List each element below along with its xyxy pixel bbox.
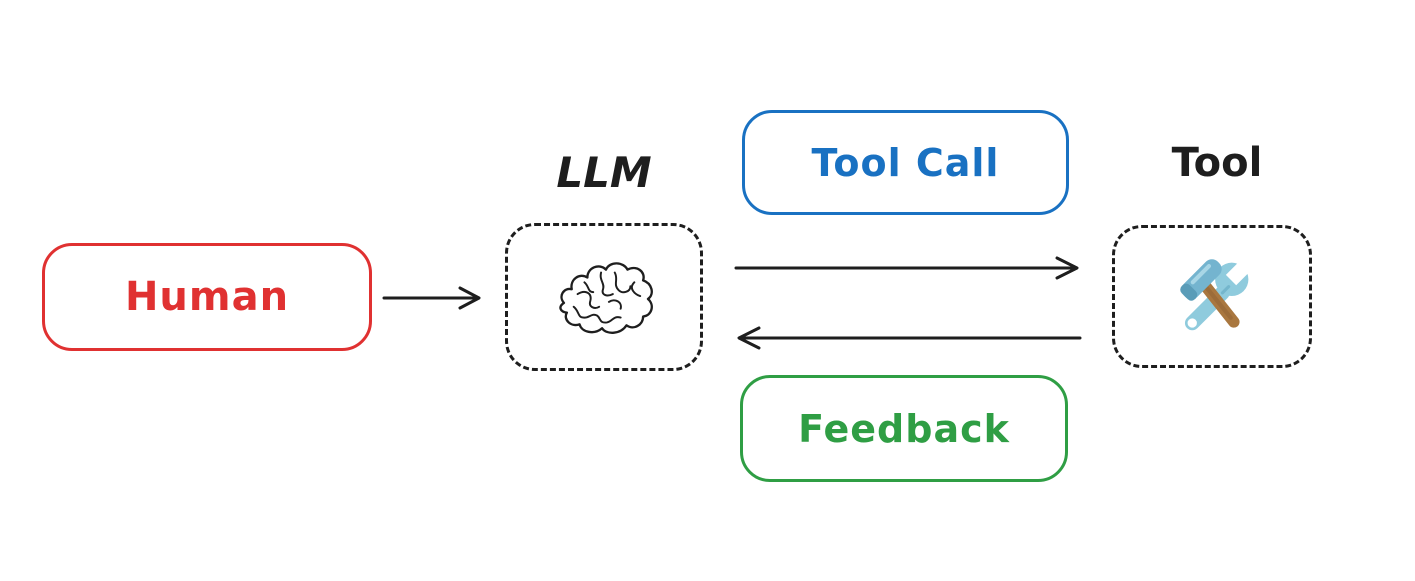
tool-node — [1112, 225, 1312, 368]
arrow-llm-to-tool — [734, 256, 1079, 280]
tool-call-label-box: Tool Call — [742, 110, 1069, 215]
tool-call-label: Tool Call — [811, 140, 1000, 185]
tool-title: Tool — [1171, 140, 1263, 186]
feedback-label: Feedback — [798, 406, 1010, 451]
human-label: Human — [124, 274, 290, 320]
brain-icon — [559, 262, 653, 334]
llm-title: LLM — [556, 148, 652, 197]
arrow-human-to-llm — [382, 286, 481, 310]
human-node: Human — [42, 243, 372, 351]
arrow-tool-to-llm — [737, 326, 1082, 350]
feedback-label-box: Feedback — [740, 375, 1068, 482]
llm-node — [505, 223, 703, 371]
hammer-wrench-icon — [1180, 244, 1264, 330]
